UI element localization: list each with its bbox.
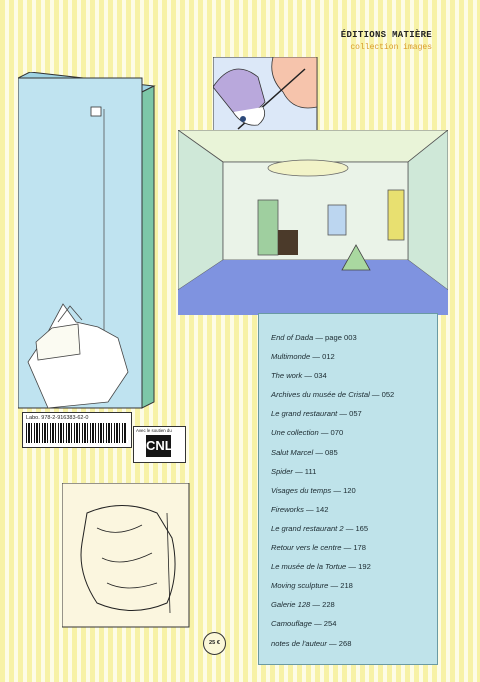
toc-page: — 165: [345, 523, 369, 533]
isbn-barcode: Labo. 978-2-916383-62-0: [22, 412, 132, 448]
toc-entry: Salut Marcel — 085: [271, 443, 437, 462]
toc-page: — 111: [295, 466, 317, 476]
toc-title: Camouflage: [271, 619, 312, 629]
isbn-text: Labo. 978-2-916383-62-0: [26, 415, 89, 421]
rock-drawing: [62, 483, 190, 628]
toc-page: — 085: [315, 447, 338, 457]
toc-entry: Retour vers le centre — 178: [271, 538, 437, 557]
toc-page: — 228: [312, 600, 335, 610]
toc-page: — 012: [312, 352, 335, 362]
toc-title: Galerie 128: [271, 600, 311, 610]
toc-title: notes de l'auteur: [271, 638, 327, 648]
toc-title: The work: [271, 371, 303, 381]
monolith-illustration: [18, 72, 156, 409]
toc-page: — 254: [314, 619, 337, 629]
toc-title: Multimonde: [271, 352, 311, 362]
toc-title: Salut Marcel: [271, 447, 314, 457]
toc-title: Retour vers le centre: [271, 543, 342, 553]
toc-title: Fireworks: [271, 504, 304, 514]
toc-entry: Visages du temps — 120: [271, 481, 437, 500]
toc-page: — 142: [306, 504, 329, 514]
barcode-bars: [26, 423, 126, 443]
toc-page: — 178: [343, 543, 366, 553]
toc-entry: The work — 034: [271, 366, 437, 385]
toc-title: Le musée de la Tortue: [271, 562, 347, 572]
cnl-logo: CNL: [146, 435, 173, 457]
toc-title: Le grand restaurant 2: [271, 523, 344, 533]
cnl-support-block: Avec le soutien du CNL: [133, 426, 186, 463]
gallery-illustration: [178, 130, 448, 315]
publisher-name: ÉDITIONS MATIÈRE: [340, 30, 432, 40]
support-text: Avec le soutien du: [136, 428, 172, 433]
toc-entry: Le musée de la Tortue — 192: [271, 557, 437, 576]
painting-hand-illustration: [213, 57, 318, 139]
toc-page: — 052: [371, 390, 395, 400]
toc-title: Le grand restaurant: [271, 409, 338, 419]
toc-entry: Fireworks — 142: [271, 500, 437, 519]
toc-page: — 192: [348, 562, 371, 572]
toc-title: Archives du musée de Cristal: [271, 390, 370, 400]
toc-entry: Galerie 128 — 228: [271, 595, 437, 614]
toc-entry: Spider — 111: [271, 462, 437, 481]
toc-page: — 218: [330, 581, 353, 591]
collection-name: collection images: [350, 43, 432, 52]
toc-entry: Camouflage — 254: [271, 614, 437, 633]
toc-entry: notes de l'auteur — 268: [271, 634, 437, 653]
toc-title: Une collection: [271, 428, 319, 438]
toc-page: — 070: [320, 428, 344, 438]
toc-page: — 034: [304, 371, 327, 381]
toc-entry: Moving sculpture — 218: [271, 576, 437, 595]
toc-entry: Une collection — 070: [271, 423, 437, 442]
toc-page: — 268: [329, 638, 352, 648]
toc-page: — page 003: [315, 333, 357, 342]
toc-title: Visages du temps: [271, 485, 332, 495]
publisher-block: ÉDITIONS MATIÈRE collection images: [341, 30, 432, 52]
toc-entry: Archives du musée de Cristal — 052: [271, 385, 437, 404]
toc-title: Spider: [271, 466, 293, 476]
toc-page: — 120: [333, 485, 356, 495]
toc-title: End of Dada: [271, 333, 314, 342]
price-badge: 25 €: [203, 632, 226, 655]
toc-entry: Multimonde — 012: [271, 347, 437, 366]
toc-entry: Le grand restaurant — 057: [271, 404, 437, 423]
toc-page: — 057: [339, 409, 362, 419]
toc-title: Moving sculpture: [271, 581, 329, 591]
toc-entry: End of Dada — page 003: [271, 328, 437, 347]
toc-entry: Le grand restaurant 2 — 165: [271, 519, 437, 538]
